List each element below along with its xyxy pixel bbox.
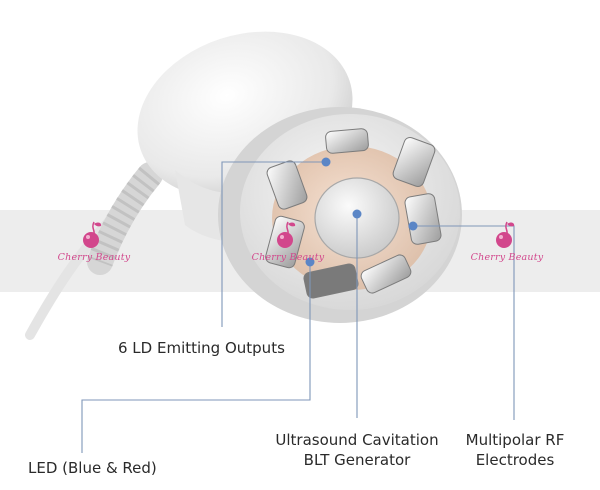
label-rf: Multipolar RF Electrodes [452,430,578,470]
watermark-text: Cherry Beauty [251,252,325,263]
watermark-left: Cherry Beauty [46,218,142,263]
cherry-logo-icon [83,221,102,248]
label-led: LED (Blue & Red) [28,459,157,477]
leader-lines [81,161,515,453]
watermark-text: Cherry Beauty [470,252,544,263]
dot-cavitation [352,209,362,219]
label-cavitation-line1: Ultrasound Cavitation [275,431,439,449]
cherry-logo-icon [277,221,296,248]
electrode-ring [265,128,442,299]
leader-dots [305,157,418,267]
label-rf-line2: Electrodes [475,451,555,469]
label-ld-outputs: 6 LD Emitting Outputs [118,339,285,357]
dot-rf [408,221,418,231]
dot-ld-outputs [321,157,331,167]
cherry-logo-icon [496,221,515,248]
label-cavitation-line2: BLT Generator [303,451,411,469]
watermark-right: Cherry Beauty [459,218,555,263]
dot-led [305,257,315,267]
watermark-text: Cherry Beauty [57,252,131,263]
leader-led [81,262,311,453]
label-rf-line1: Multipolar RF [465,431,565,449]
leader-ld-outputs [221,161,326,327]
label-cavitation: Ultrasound Cavitation BLT Generator [262,430,452,470]
watermark-center: Cherry Beauty [240,218,336,263]
